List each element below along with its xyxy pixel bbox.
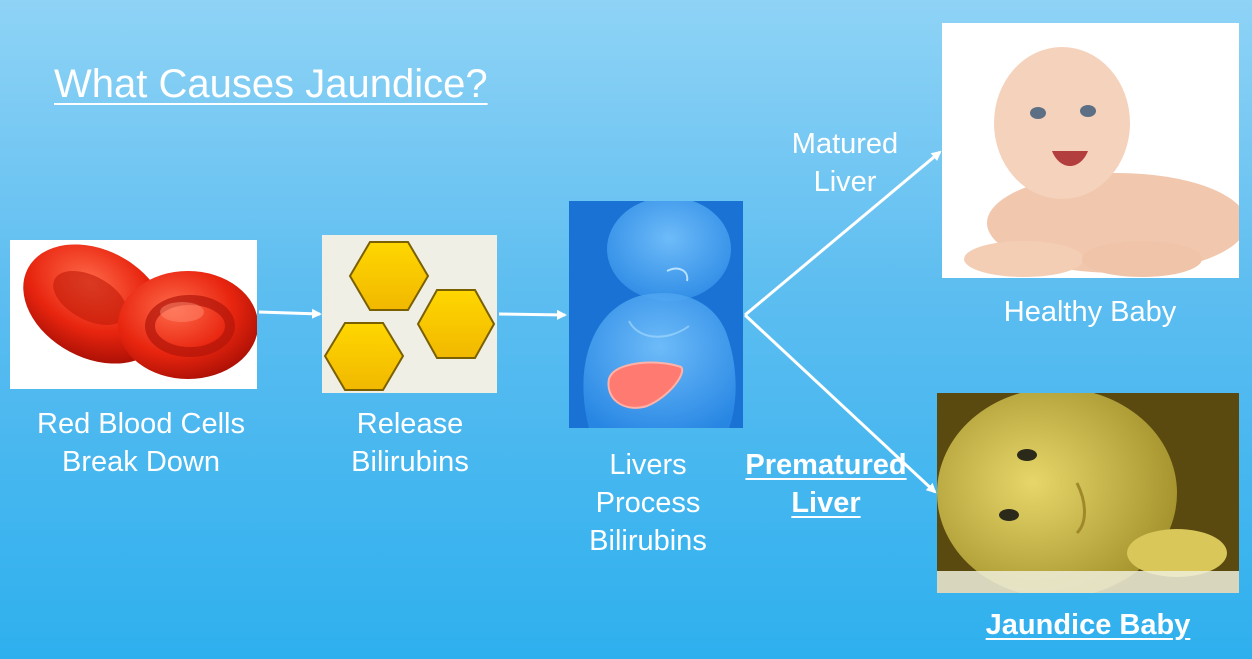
arrow-bilirubin-to-liver [498, 309, 567, 320]
infant-head [607, 201, 731, 301]
release-label: Release Bilirubins [351, 408, 469, 478]
liver-organ [607, 361, 684, 409]
jaundice-baby-label: Jaundice Baby [985, 609, 1191, 641]
liver-label: Livers Process Bilirubins [589, 449, 707, 557]
matured-liver-label: Matured Liver [791, 128, 899, 198]
bilirubin-hexagon-bottom [323, 322, 405, 391]
healthy-baby-head [994, 47, 1130, 199]
healthy-baby-image [942, 23, 1239, 278]
red-blood-cell-right [118, 271, 257, 379]
premature-liver-label: Prematured Liver [745, 449, 907, 519]
bilirubin-hexagon-right [416, 289, 496, 359]
arrow-liver-to-jaundice [743, 313, 937, 494]
bilirubin-image [322, 235, 497, 393]
page-title: What Causes Jaundice? [54, 62, 488, 106]
jaundice-baby-hand [1127, 529, 1227, 577]
rbc-label: Red Blood Cells Break Down [37, 408, 245, 478]
arrow-liver-to-healthy [744, 150, 942, 317]
jaundice-baby-head [937, 393, 1177, 593]
infant-liver-image [569, 201, 743, 428]
jaundice-baby-image [937, 393, 1239, 593]
arrow-rbc-to-bilirubin [258, 308, 322, 319]
healthy-baby-label: Healthy Baby [1003, 296, 1177, 328]
bilirubin-hexagon-top [348, 241, 430, 311]
red-blood-cells-image [10, 240, 257, 389]
